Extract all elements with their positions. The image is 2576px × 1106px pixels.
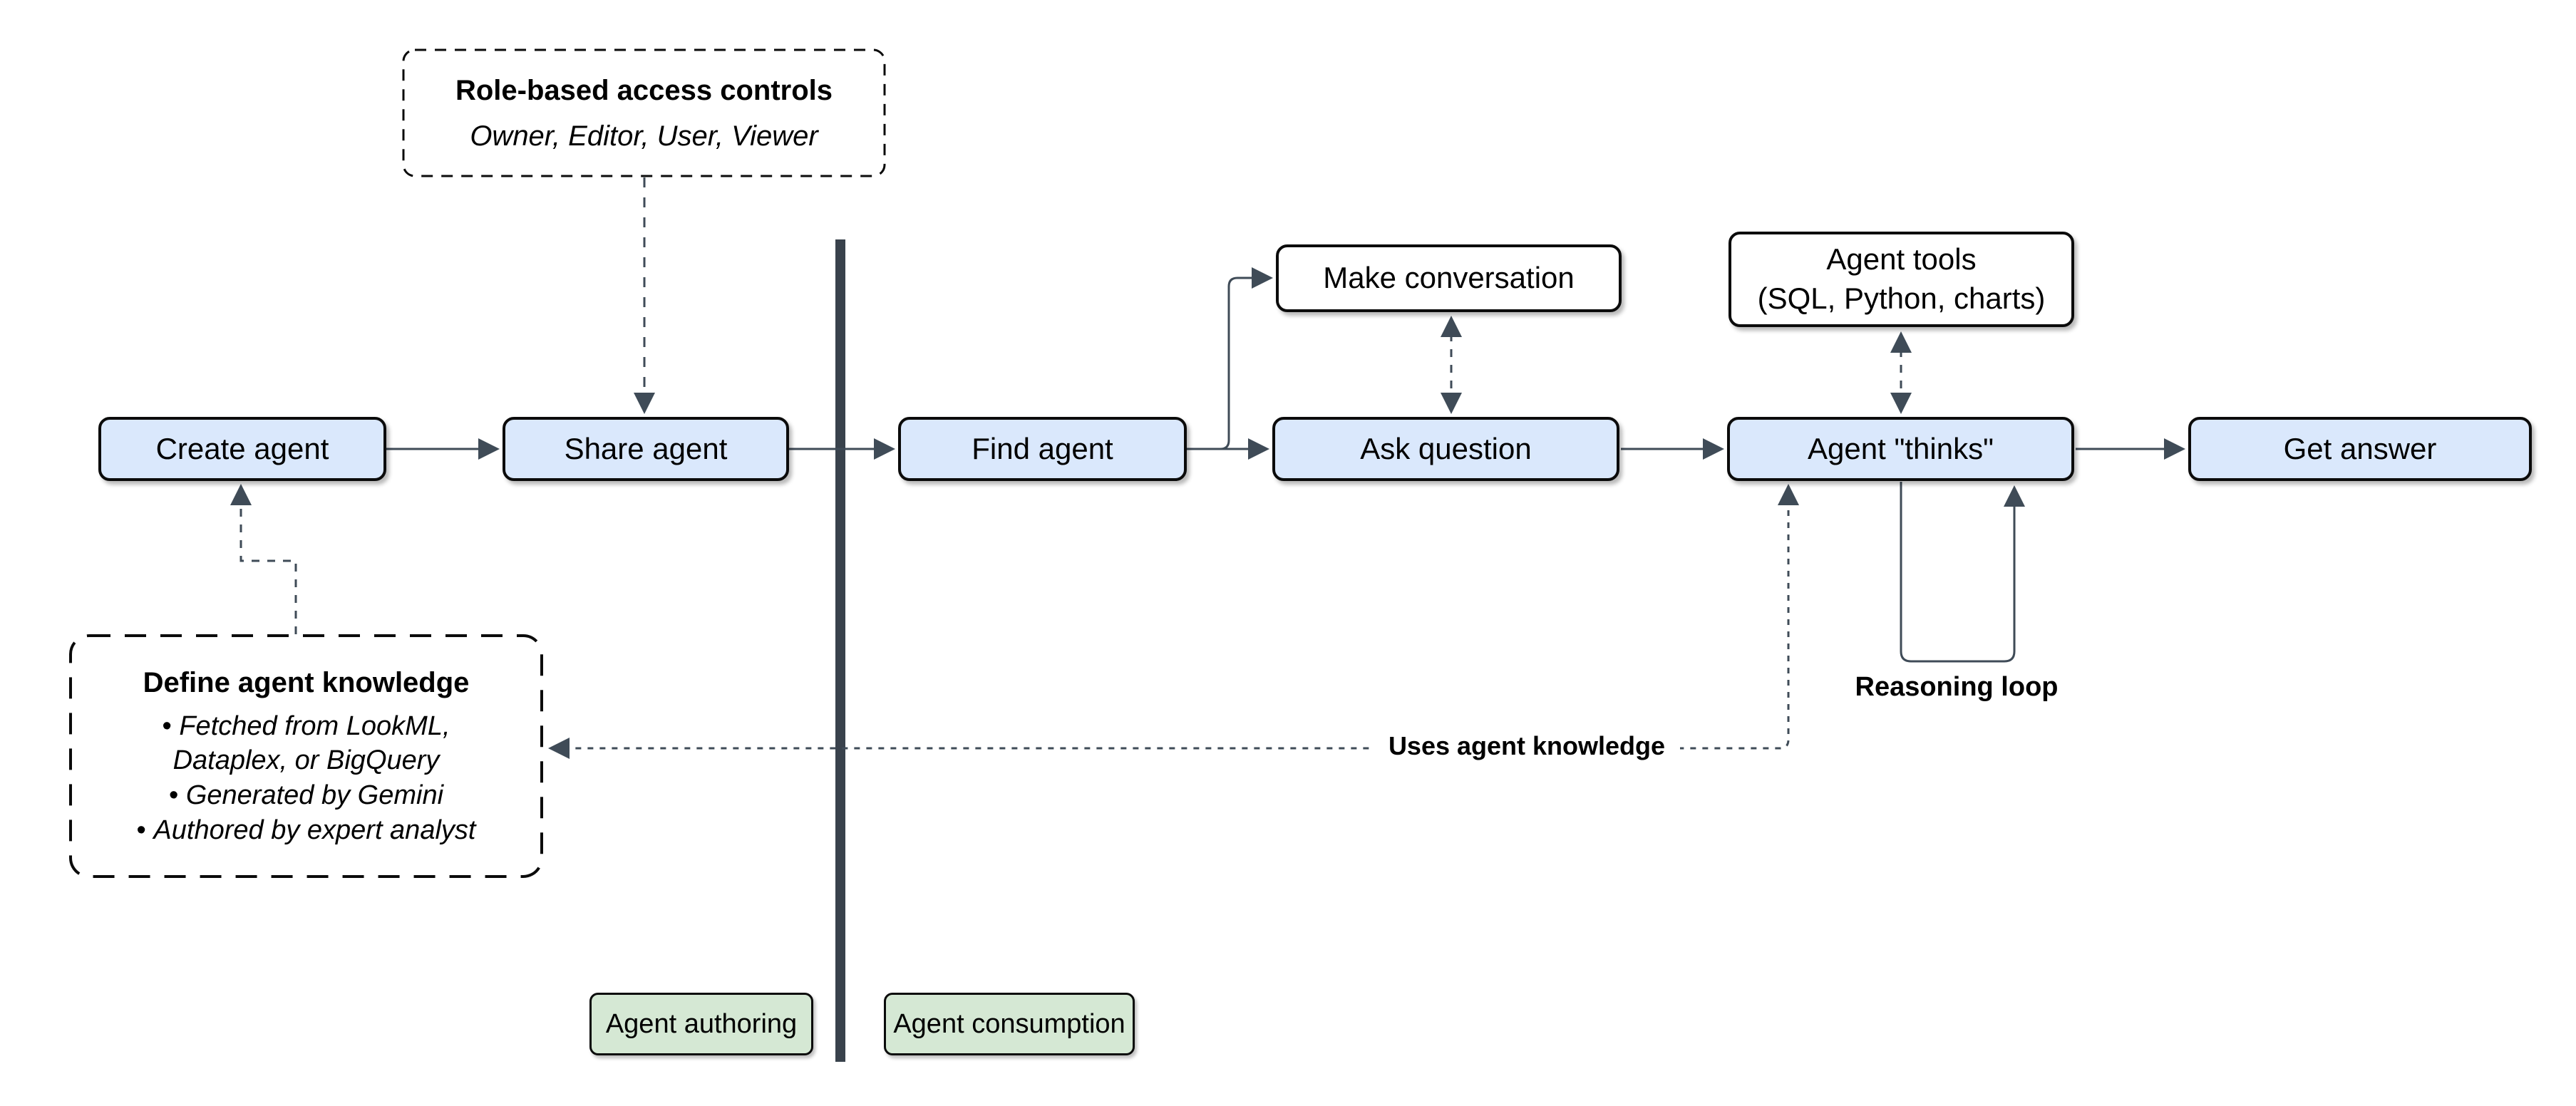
connector-knowledge-to-create: [230, 484, 297, 634]
zone-agent-authoring: Agent authoring: [589, 993, 813, 1055]
knowledge-bullet: Authored by expert analyst: [112, 813, 500, 848]
knowledge-title: Define agent knowledge: [143, 666, 470, 698]
connector-uses-agent-knowledge: [548, 484, 1799, 759]
annotation-rbac: Role-based access controls Owner, Editor…: [403, 50, 885, 176]
uses-agent-knowledge-label: Uses agent knowledge: [1374, 728, 1680, 765]
node-get-answer: Get answer: [2188, 417, 2532, 481]
node-agent-thinks: Agent "thinks": [1727, 417, 2074, 481]
agent-tools-line1: Agent tools: [1826, 242, 1977, 276]
rbac-subtitle: Owner, Editor, User, Viewer: [470, 120, 818, 152]
connector-reasoning-loop: [1900, 482, 2025, 663]
knowledge-bullet-list: Fetched from LookML, Dataplex, or BigQue…: [112, 709, 500, 848]
node-create-agent: Create agent: [98, 417, 386, 481]
agent-tools-line2: (SQL, Python, charts): [1757, 281, 2046, 315]
zone-agent-consumption: Agent consumption: [884, 993, 1135, 1055]
node-find-agent: Find agent: [898, 417, 1187, 481]
node-ask-question: Ask question: [1272, 417, 1619, 481]
zone-divider: [835, 239, 845, 1062]
reasoning-loop-label: Reasoning loop: [1855, 672, 2059, 702]
annotation-define-agent-knowledge: Define agent knowledge Fetched from Look…: [71, 636, 542, 877]
knowledge-bullet: Generated by Gemini: [112, 778, 500, 813]
node-make-conversation: Make conversation: [1276, 244, 1622, 312]
rbac-title: Role-based access controls: [455, 74, 833, 106]
node-share-agent: Share agent: [503, 417, 789, 481]
node-agent-tools: Agent tools (SQL, Python, charts): [1729, 232, 2074, 327]
knowledge-bullet: Fetched from LookML, Dataplex, or BigQue…: [112, 709, 500, 778]
connector-find-to-make-conversation: [1187, 267, 1273, 450]
